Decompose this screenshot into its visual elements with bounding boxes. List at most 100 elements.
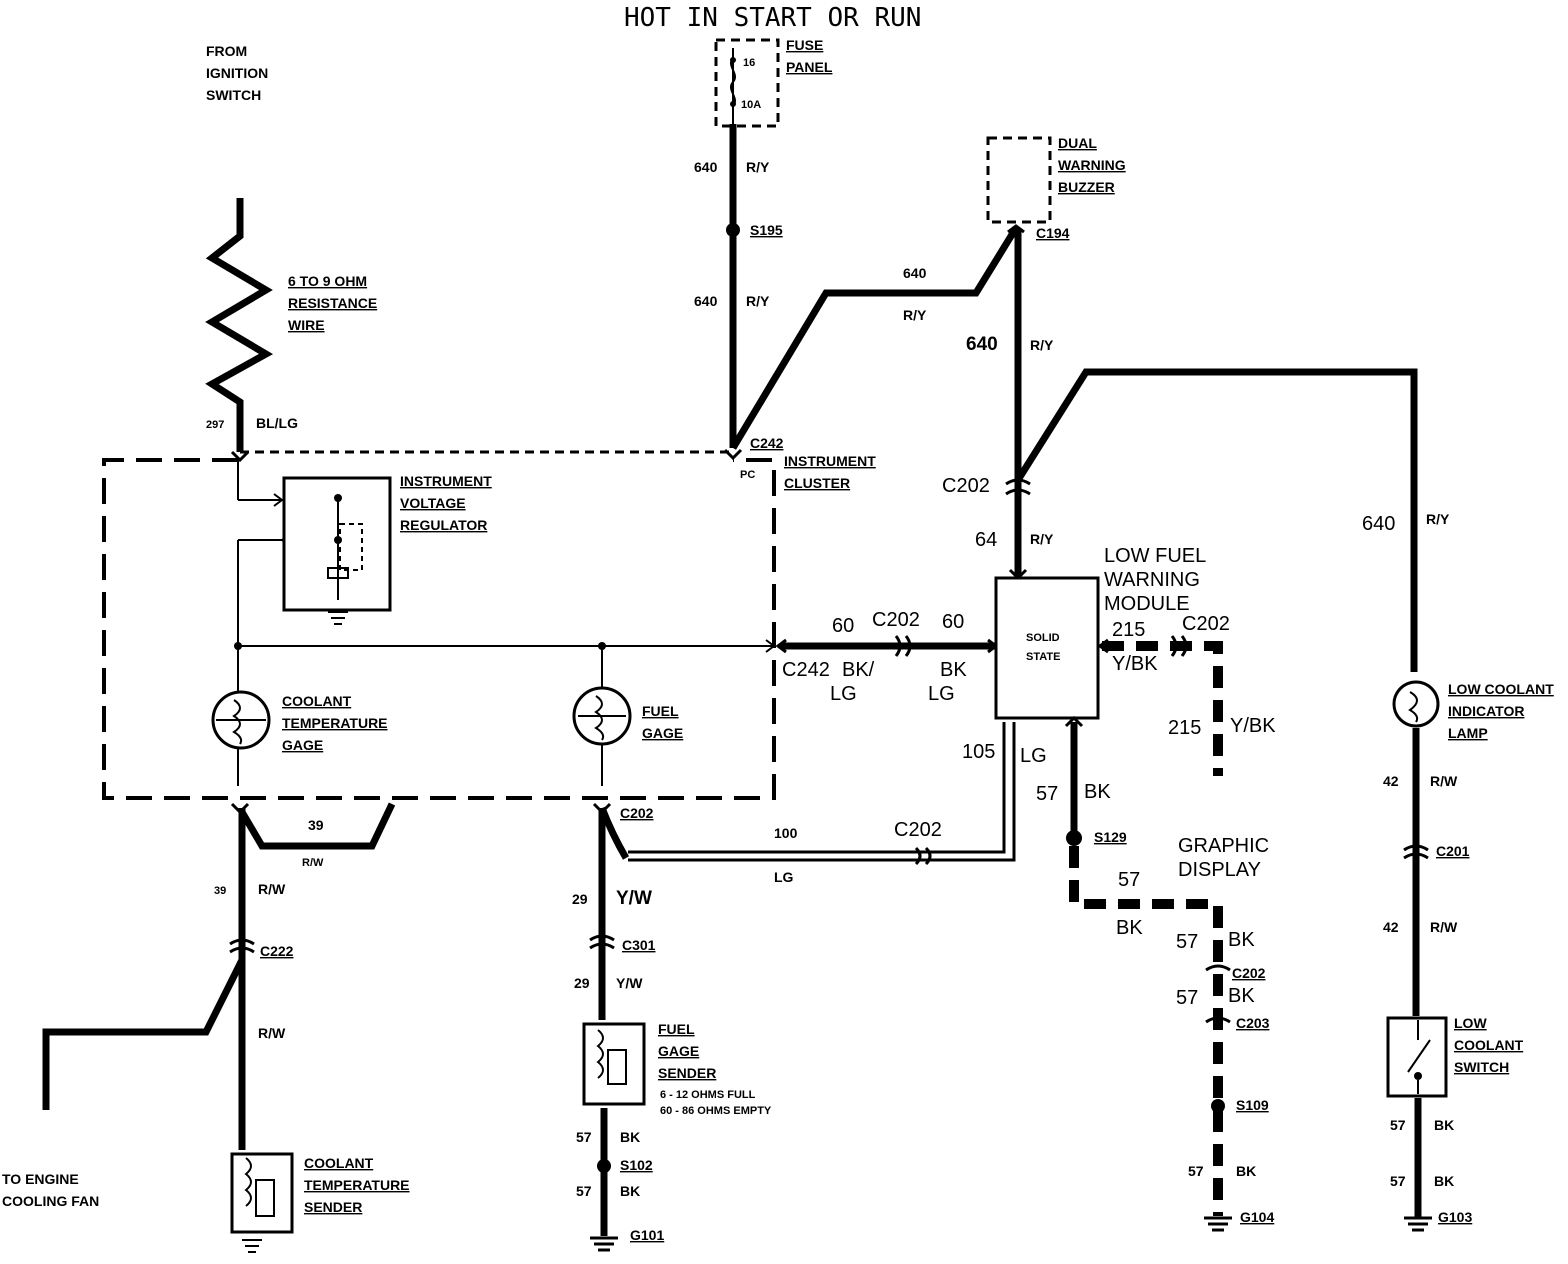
svg-text:IGNITION: IGNITION [206,65,268,81]
svg-text:60: 60 [832,615,854,637]
svg-text:BK: BK [620,1183,640,1199]
svg-text:VOLTAGE: VOLTAGE [400,495,466,511]
svg-text:29: 29 [574,975,590,991]
connector-c201: C201 [1436,843,1470,859]
svg-text:57: 57 [1176,987,1198,1009]
svg-text:SWITCH: SWITCH [1454,1059,1509,1075]
svg-text:BK: BK [1434,1173,1454,1189]
svg-text:57: 57 [1118,869,1140,891]
svg-text:Y/BK: Y/BK [1112,653,1158,675]
wire-39: 39 R/W 39 R/W C222 R/W [42,802,396,1150]
resistance-wire: 6 TO 9 OHM RESISTANCE WIRE 297 BL/LG [205,198,377,463]
svg-text:BK: BK [940,659,967,681]
svg-text:39: 39 [308,817,324,833]
svg-text:60 - 86 OHMS EMPTY: 60 - 86 OHMS EMPTY [660,1105,772,1117]
svg-text:57: 57 [576,1183,592,1199]
connector-c301: C301 [622,937,656,953]
wire-215: 215 C202 Y/BK 215 Y/BK [1097,613,1276,776]
connector-c202-graphic: C202 [1232,965,1266,981]
svg-text:BK: BK [1236,1163,1256,1179]
svg-text:57: 57 [1176,931,1198,953]
splice-s109: S109 [1236,1097,1269,1113]
svg-text:R/Y: R/Y [746,159,770,175]
svg-text:R/Y: R/Y [1030,337,1054,353]
svg-text:STATE: STATE [1026,651,1060,663]
coolant-temperature-sender: COOLANT TEMPERATURE SENDER [230,1152,410,1253]
wire-640-module: 640 R/Y C202 64 R/Y [942,228,1054,581]
svg-text:BK: BK [1228,985,1255,1007]
svg-text:BK: BK [1084,781,1111,803]
svg-text:6 - 12 OHMS FULL: 6 - 12 OHMS FULL [660,1089,756,1101]
svg-text:INSTRUMENT: INSTRUMENT [784,453,876,469]
fuse-amperage: 10A [741,99,761,111]
svg-text:GRAPHIC: GRAPHIC [1178,835,1269,857]
svg-text:215: 215 [1168,717,1201,739]
low-coolant-switch: LOW COOLANT SWITCH [1386,1015,1524,1098]
svg-text:TEMPERATURE: TEMPERATURE [304,1177,410,1193]
svg-text:COOLANT: COOLANT [1454,1037,1524,1053]
connector-c222: C222 [260,943,294,959]
svg-text:WARNING: WARNING [1104,569,1200,591]
svg-text:WARNING: WARNING [1058,157,1126,173]
svg-text:640: 640 [694,159,718,175]
wire-57-g101: 57 BK S102 57 BK G101 [576,1108,664,1252]
wire-105: 105 LG 100 C202 LG [628,722,1047,885]
fuse-number: 16 [743,57,755,69]
coolant-temperature-gage: COOLANT TEMPERATURE GAGE [211,690,388,753]
svg-text:LAMP: LAMP [1448,725,1488,741]
svg-text:R/W: R/W [1430,773,1458,789]
svg-text:105: 105 [962,741,995,763]
svg-text:SENDER: SENDER [304,1199,362,1215]
svg-text:GAGE: GAGE [282,737,323,753]
instrument-cluster: C242 PC INSTRUMENT CLUSTER [102,435,876,800]
svg-text:R/W: R/W [302,857,324,869]
svg-text:29: 29 [572,891,588,907]
wire-57-g103: 57 BK 57 BK G103 [1390,1098,1472,1232]
svg-text:FUEL: FUEL [642,703,679,719]
fuel-gage-sender: FUEL GAGE SENDER 6 - 12 OHMS FULL 60 - 8… [582,1021,772,1117]
svg-text:R/W: R/W [1430,919,1458,935]
svg-text:297: 297 [206,419,224,431]
svg-text:COOLANT: COOLANT [282,693,352,709]
connector-c242-mid: C242 [782,659,830,681]
fuse-panel-label-2: PANEL [786,59,833,75]
svg-text:57: 57 [576,1129,592,1145]
svg-text:BK: BK [1228,929,1255,951]
svg-text:6 TO 9 OHM: 6 TO 9 OHM [288,273,367,289]
svg-text:BUZZER: BUZZER [1058,179,1115,195]
svg-text:GAGE: GAGE [658,1043,699,1059]
wire-640-buzzer: 640 R/Y [729,226,1019,450]
fuse-panel: 16 10A FUSE PANEL [714,37,833,128]
svg-text:LG: LG [830,683,857,705]
svg-text:SOLID: SOLID [1026,632,1060,644]
svg-text:LOW: LOW [1454,1015,1487,1031]
svg-text:LOW COOLANT: LOW COOLANT [1448,681,1554,697]
connector-c202-fuel: C202 [620,805,654,821]
svg-text:R/Y: R/Y [903,307,927,323]
svg-text:R/Y: R/Y [1426,511,1450,527]
low-coolant-lamp: LOW COOLANT INDICATOR LAMP [1392,680,1554,741]
svg-text:BL/LG: BL/LG [256,415,298,431]
svg-text:BK: BK [1434,1117,1454,1133]
connector-c242-top: C242 [750,435,784,451]
wire-640-fuse: 640 R/Y S195 640 R/Y [694,124,783,448]
svg-text:57: 57 [1036,783,1058,805]
ground-g103: G103 [1438,1209,1472,1225]
connector-c194: C194 [1036,225,1070,241]
fuel-gage: FUEL GAGE [572,686,683,746]
svg-text:42: 42 [1383,919,1399,935]
svg-text:Y/BK: Y/BK [1230,715,1276,737]
svg-text:100: 100 [774,825,798,841]
svg-text:WIRE: WIRE [288,317,325,333]
svg-text:42: 42 [1383,773,1399,789]
svg-text:REGULATOR: REGULATOR [400,517,487,533]
svg-text:640: 640 [966,334,998,355]
svg-text:640: 640 [694,293,718,309]
svg-text:215: 215 [1112,619,1145,641]
connector-c202-low: C202 [894,819,942,841]
svg-text:SWITCH: SWITCH [206,87,261,103]
engine-cooling-fan-label: TO ENGINE COOLING FAN [2,1171,99,1209]
connector-c202-right: C202 [1182,613,1230,635]
svg-text:CLUSTER: CLUSTER [784,475,850,491]
